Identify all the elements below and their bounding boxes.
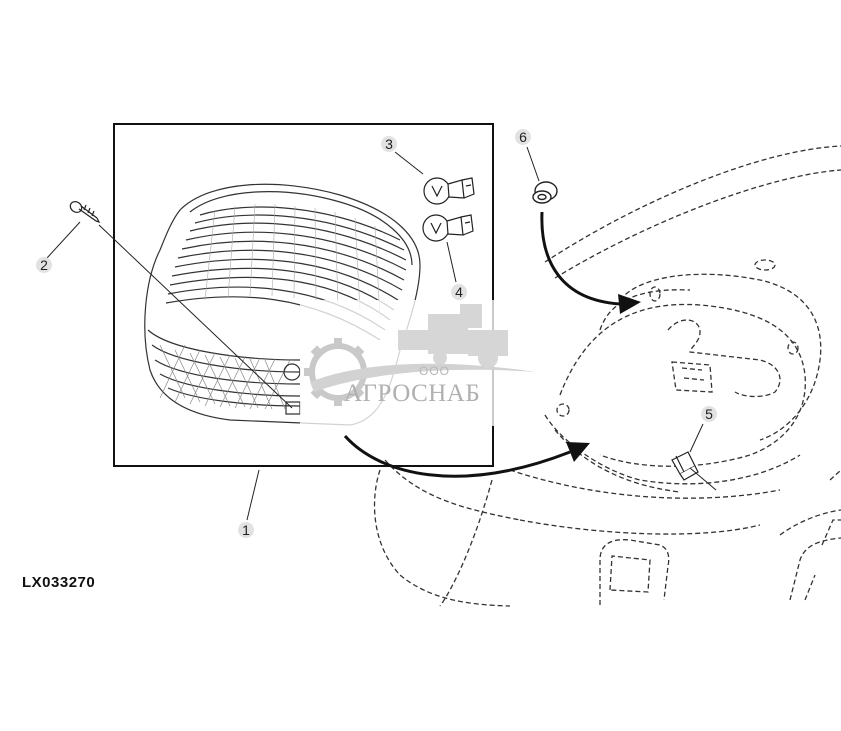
callout-label-1: 1 bbox=[242, 522, 250, 538]
callout-6: 6 bbox=[515, 129, 531, 145]
callout-label-4: 4 bbox=[455, 284, 463, 300]
callout-3: 3 bbox=[381, 136, 397, 152]
figure-id: LX033270 bbox=[22, 574, 96, 591]
connector-part-5 bbox=[671, 451, 699, 481]
screw-part-2 bbox=[69, 201, 101, 224]
callout-2: 2 bbox=[36, 257, 52, 273]
callout-label-3: 3 bbox=[385, 136, 393, 152]
callout-4: 4 bbox=[451, 284, 467, 300]
detail-frame bbox=[113, 123, 494, 467]
tail-lamp-assembly bbox=[144, 183, 421, 426]
callout-1: 1 bbox=[238, 522, 254, 538]
arrow-head-grommet bbox=[618, 294, 641, 314]
callout-label-2: 2 bbox=[40, 257, 48, 273]
callout-label-5: 5 bbox=[705, 406, 713, 422]
callout-label-6: 6 bbox=[519, 129, 527, 145]
assembly-arrows bbox=[343, 211, 621, 478]
leader-lines bbox=[46, 146, 717, 521]
bulb-part-4 bbox=[422, 214, 474, 242]
hood-outline bbox=[373, 145, 841, 607]
arrow-head-lamp bbox=[566, 442, 590, 462]
bulb-part-3 bbox=[423, 177, 475, 205]
grommet-part-6 bbox=[532, 181, 558, 204]
callout-5: 5 bbox=[701, 406, 717, 422]
